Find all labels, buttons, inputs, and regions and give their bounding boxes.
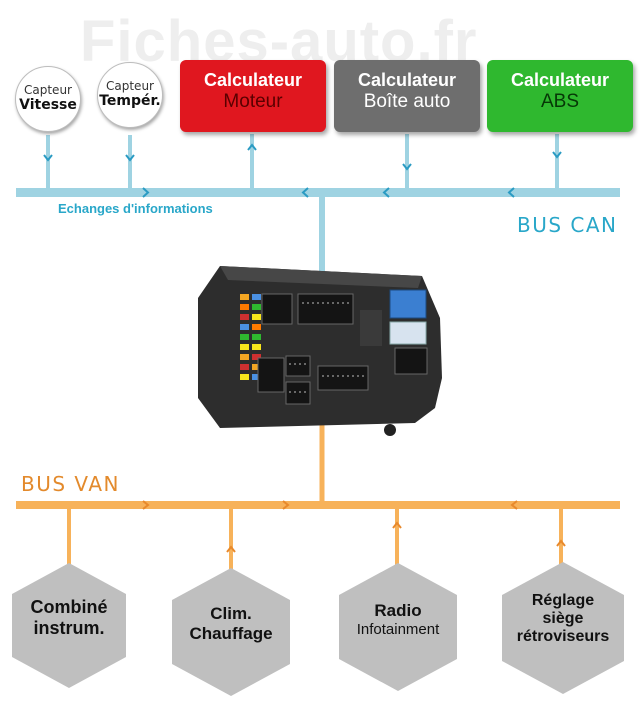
fuse-block: [240, 294, 261, 380]
arrow-left-can-3: [507, 187, 515, 198]
arrow-right-can: [142, 187, 150, 198]
ecu-boite: Calculateur Boîte auto: [334, 60, 480, 132]
device-combine: Combiné instrum.: [12, 563, 126, 688]
ecu-abs-line1: Calculateur: [510, 70, 610, 90]
ecu-boite-line1: Calculateur: [357, 70, 457, 90]
arrow-right-van-2: [282, 500, 290, 510]
can-arrows: [43, 143, 562, 198]
mount-knob: [384, 424, 396, 436]
can-bus-label: BUS CAN: [517, 213, 618, 237]
relay-white: [389, 321, 427, 345]
sensor-vitesse: Capteur Vitesse: [15, 66, 81, 132]
device-siege-line3: rétroviseurs: [516, 628, 610, 645]
van-bus-label: BUS VAN: [21, 472, 120, 496]
ecu-moteur-line1: Calculateur: [203, 70, 303, 90]
arrow-down-boite: [402, 163, 412, 171]
device-clim-line1: Clim.: [210, 604, 252, 623]
can-bus-line: [16, 188, 620, 197]
ecu-moteur: Calculateur Moteur: [180, 60, 326, 132]
device-clim-line2: Chauffage: [189, 624, 273, 643]
van-bus-line: [16, 501, 620, 509]
ecu-moteur-line2: Moteur: [223, 91, 283, 112]
van-arrows: [142, 500, 566, 553]
relay-blue: [389, 289, 427, 319]
device-siege: Réglage siège rétroviseurs: [502, 562, 624, 694]
arrow-down-abs: [552, 151, 562, 159]
arrow-up-clim: [226, 545, 236, 553]
bsi-module-icon: [198, 266, 442, 436]
device-radio-line1: Radio: [374, 601, 422, 620]
sensor-temperature-line2: Tempér.: [99, 93, 161, 109]
connectors: [257, 293, 428, 405]
device-radio: Radio Infotainment: [339, 563, 457, 691]
arrow-right-van-1: [142, 500, 150, 510]
connector-pins: [289, 302, 366, 393]
device-combine-line1: Combiné: [30, 597, 108, 617]
device-clim: Clim. Chauffage: [172, 568, 290, 696]
arrow-down-temper: [125, 154, 135, 162]
arrow-up-radio: [392, 521, 402, 529]
device-siege-line1: Réglage: [531, 592, 595, 609]
arrow-down-vitesse: [43, 154, 53, 162]
arrow-up-moteur: [247, 143, 257, 151]
ecu-abs: Calculateur ABS: [487, 60, 633, 132]
device-siege-line2: siège: [542, 610, 584, 627]
arrow-left-can-2: [382, 187, 390, 198]
ecu-boite-line2: Boîte auto: [363, 91, 451, 112]
relay-block: [360, 310, 382, 346]
arrow-left-van: [510, 500, 518, 510]
device-combine-line2: instrum.: [33, 618, 105, 638]
sensor-vitesse-line1: Capteur: [24, 83, 72, 97]
arrow-up-siege: [556, 539, 566, 547]
sensor-temperature-line1: Capteur: [106, 79, 154, 93]
ecu-abs-line2: ABS: [540, 91, 580, 112]
sensor-vitesse-line2: Vitesse: [19, 97, 77, 113]
exchange-label: Echanges d'informations: [58, 201, 213, 216]
sensor-temperature: Capteur Tempér.: [97, 62, 163, 128]
arrow-left-can-1: [301, 187, 309, 198]
device-radio-line2: Infotainment: [356, 621, 440, 638]
